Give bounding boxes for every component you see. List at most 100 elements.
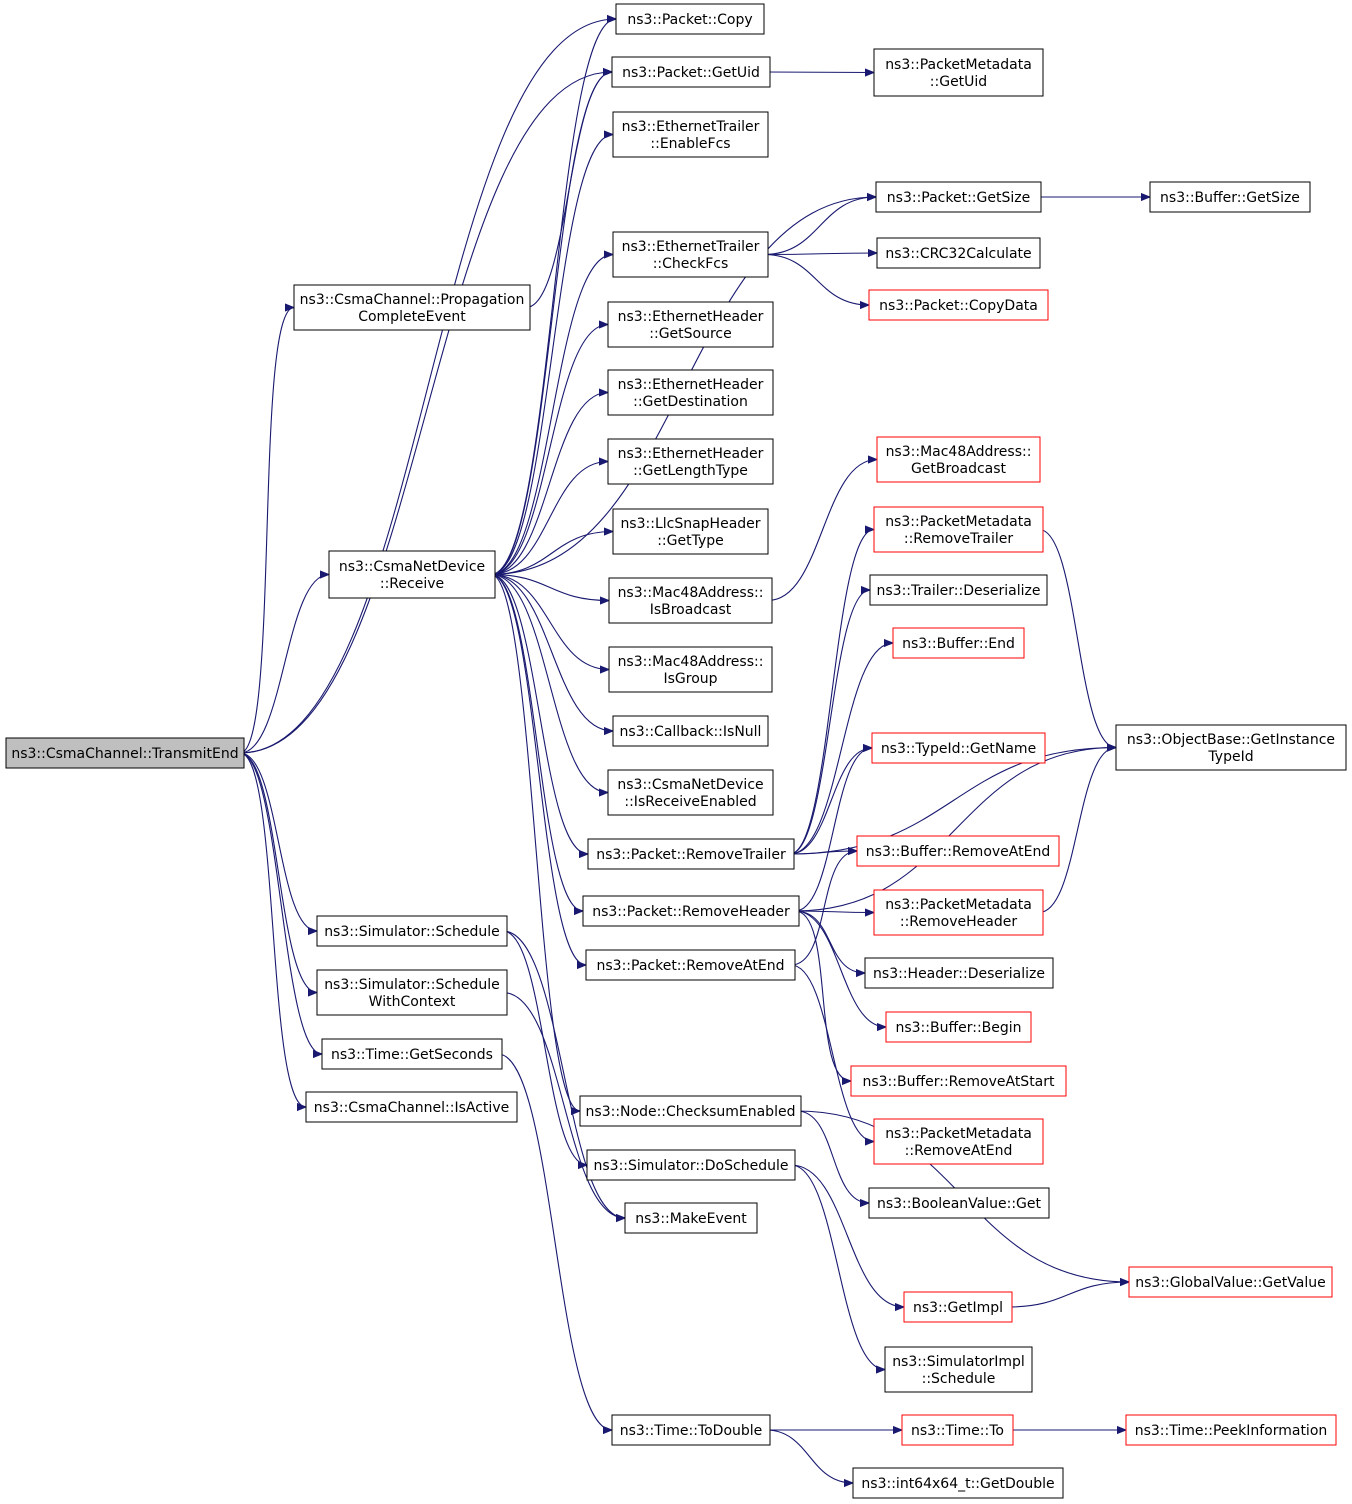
function-node-bufferEnd[interactable]: ns3::Buffer::End [892,627,1025,659]
function-node-getDouble[interactable]: ns3::int64x64_t::GetDouble [852,1467,1064,1499]
function-node-label: ::IsReceiveEnabled [624,794,756,810]
function-node-transmitEnd[interactable]: ns3::CsmaChannel::TransmitEnd [5,737,245,769]
function-node-box [884,1346,1033,1393]
call-edge-transmitEnd-to-propagation [239,308,295,754]
function-node-macIsBroadcast[interactable]: ns3::Mac48Address::IsBroadcast [608,577,773,624]
function-node-copyData[interactable]: ns3::Packet::CopyData [868,289,1049,321]
function-node-box [856,835,1060,867]
function-node-receive[interactable]: ns3::CsmaNetDevice::Receive [328,550,496,599]
function-node-pmRemoveTrailer[interactable]: ns3::PacketMetadata::RemoveTrailer [873,506,1044,553]
function-node-ehGetDest[interactable]: ns3::EthernetHeader::GetDestination [607,369,774,416]
function-node-llcGetType[interactable]: ns3::LlcSnapHeader::GetType [612,508,769,555]
function-node-label: ns3::Mac48Address:: [618,654,764,670]
function-node-box [875,181,1042,213]
function-node-removeHeader[interactable]: ns3::Packet::RemoveHeader [582,895,800,927]
function-node-box [612,715,769,747]
function-node-crc32[interactable]: ns3::CRC32Calculate [876,237,1041,269]
function-node-pmRemoveAtEnd[interactable]: ns3::PacketMetadata::RemoveAtEnd [873,1118,1044,1165]
function-node-chanIsActive[interactable]: ns3::CsmaChannel::IsActive [305,1091,518,1123]
function-node-label: ns3::GlobalValue::GetValue [1135,1275,1325,1291]
function-node-label: ns3::PacketMetadata [885,897,1032,913]
function-node-peekInfo[interactable]: ns3::Time::PeekInformation [1125,1414,1337,1446]
function-node-box [305,1091,518,1123]
function-node-bufferBegin[interactable]: ns3::Buffer::Begin [885,1011,1032,1043]
function-node-isRecvEnabled[interactable]: ns3::CsmaNetDevice::IsReceiveEnabled [607,769,774,816]
call-edge-transmitEnd-to-simSchedule [239,752,318,931]
function-node-nodeChecksum[interactable]: ns3::Node::ChecksumEnabled [579,1095,802,1127]
function-node-bufRemoveAtEnd[interactable]: ns3::Buffer::RemoveAtEnd [856,835,1060,867]
function-node-box [316,969,508,1016]
function-node-box [612,111,769,158]
function-node-box [608,577,773,624]
function-node-ehGetLen[interactable]: ns3::EthernetHeader::GetLengthType [607,438,774,485]
function-node-box [868,289,1049,321]
function-node-label: ns3::MakeEvent [635,1211,747,1227]
call-edge-removeHeader-to-bufRemoveAtStart [794,910,852,1081]
function-node-boolGet[interactable]: ns3::BooleanValue::Get [868,1187,1050,1219]
call-edge-packetGetUid-to-pmGetUid [765,72,874,73]
function-node-etCheckFcs[interactable]: ns3::EthernetTrailer::CheckFcs [612,231,769,278]
call-edge-doSchedule-to-getImpl [790,1164,904,1307]
function-node-box [607,369,774,416]
call-edge-receive-to-etCheckFcs [490,255,613,576]
call-edge-timeToDouble-to-getDouble [765,1429,853,1483]
function-node-bufferGetSize[interactable]: ns3::Buffer::GetSize [1149,181,1311,213]
function-node-label: ns3::Buffer::RemoveAtEnd [866,844,1050,860]
function-node-packetCopy[interactable]: ns3::Packet::Copy [615,3,765,35]
function-node-trailerDeser[interactable]: ns3::Trailer::Deserialize [869,574,1048,606]
call-edge-receive-to-isRecvEnabled [490,573,608,793]
function-node-box [5,737,245,769]
function-node-bufRemoveAtStart[interactable]: ns3::Buffer::RemoveAtStart [850,1065,1067,1097]
function-node-cbIsNull[interactable]: ns3::Callback::IsNull [612,715,769,747]
function-node-label: ns3::CRC32Calculate [885,246,1031,262]
function-node-makeEvent[interactable]: ns3::MakeEvent [624,1202,758,1234]
function-node-label: ns3::Buffer::Begin [895,1020,1021,1036]
function-node-macIsGroup[interactable]: ns3::Mac48Address::IsGroup [608,646,773,693]
function-node-simSchedule[interactable]: ns3::Simulator::Schedule [316,915,508,947]
function-node-getImpl[interactable]: ns3::GetImpl [903,1291,1013,1323]
function-node-box [1128,1266,1333,1298]
function-node-pmRemoveHeader[interactable]: ns3::PacketMetadata::RemoveHeader [873,889,1044,936]
function-node-timeGetSeconds[interactable]: ns3::Time::GetSeconds [321,1038,503,1070]
function-node-box [586,1149,796,1181]
function-node-etEnableFcs[interactable]: ns3::EthernetTrailer::EnableFcs [612,111,769,158]
node-layer: ns3::CsmaChannel::TransmitEndns3::Packet… [5,3,1347,1499]
function-node-timeTo[interactable]: ns3::Time::To [901,1414,1014,1446]
function-node-removeAtEnd[interactable]: ns3::Packet::RemoveAtEnd [585,949,796,981]
function-node-box [615,3,765,35]
call-edge-receive-to-macIsBroadcast [490,573,609,601]
function-node-box [850,1065,1067,1097]
function-node-ehGetSource[interactable]: ns3::EthernetHeader::GetSource [607,301,774,348]
function-node-pmGetUid[interactable]: ns3::PacketMetadata::GetUid [873,48,1044,97]
function-node-box [876,237,1041,269]
function-node-packetGetUid[interactable]: ns3::Packet::GetUid [611,56,771,88]
function-node-simImplSched[interactable]: ns3::SimulatorImpl::Schedule [884,1346,1033,1393]
call-edge-doSchedule-to-simImplSched [790,1164,885,1370]
call-edge-simSchedule-to-makeEvent [502,930,625,1218]
function-node-typeIdGetName[interactable]: ns3::TypeId::GetName [871,732,1046,764]
function-node-macGetBroadcast[interactable]: ns3::Mac48Address::GetBroadcast [876,436,1041,483]
function-node-label: ns3::Packet::GetSize [887,190,1030,206]
function-node-gvGetValue[interactable]: ns3::GlobalValue::GetValue [1128,1266,1333,1298]
function-node-label: ns3::EthernetTrailer [622,239,760,255]
call-edge-receive-to-ehGetSource [490,325,608,576]
function-node-timeToDouble[interactable]: ns3::Time::ToDouble [611,1414,771,1446]
call-edge-transmitEnd-to-simSchedCtx [239,752,318,993]
function-node-label: ns3::BooleanValue::Get [877,1196,1042,1212]
function-node-label: ns3::SimulatorImpl [892,1354,1025,1370]
function-node-headerDeser[interactable]: ns3::Header::Deserialize [864,957,1054,989]
function-node-label: ns3::Packet::RemoveAtEnd [597,958,785,974]
function-node-propagation[interactable]: ns3::CsmaChannel::PropagationCompleteEve… [293,284,531,331]
function-node-label: IsBroadcast [650,602,732,618]
call-edge-nodeChecksum-to-boolGet [796,1110,869,1203]
function-node-label: ns3::PacketMetadata [885,514,1032,530]
function-node-doSchedule[interactable]: ns3::Simulator::DoSchedule [586,1149,796,1181]
call-edge-removeTrailer-to-bufferEnd [789,643,893,855]
function-node-box [607,769,774,816]
function-node-label: ns3::PacketMetadata [885,1126,1032,1142]
function-node-packetGetSize[interactable]: ns3::Packet::GetSize [875,181,1042,213]
function-node-box [871,732,1046,764]
function-node-removeTrailer[interactable]: ns3::Packet::RemoveTrailer [587,838,795,870]
